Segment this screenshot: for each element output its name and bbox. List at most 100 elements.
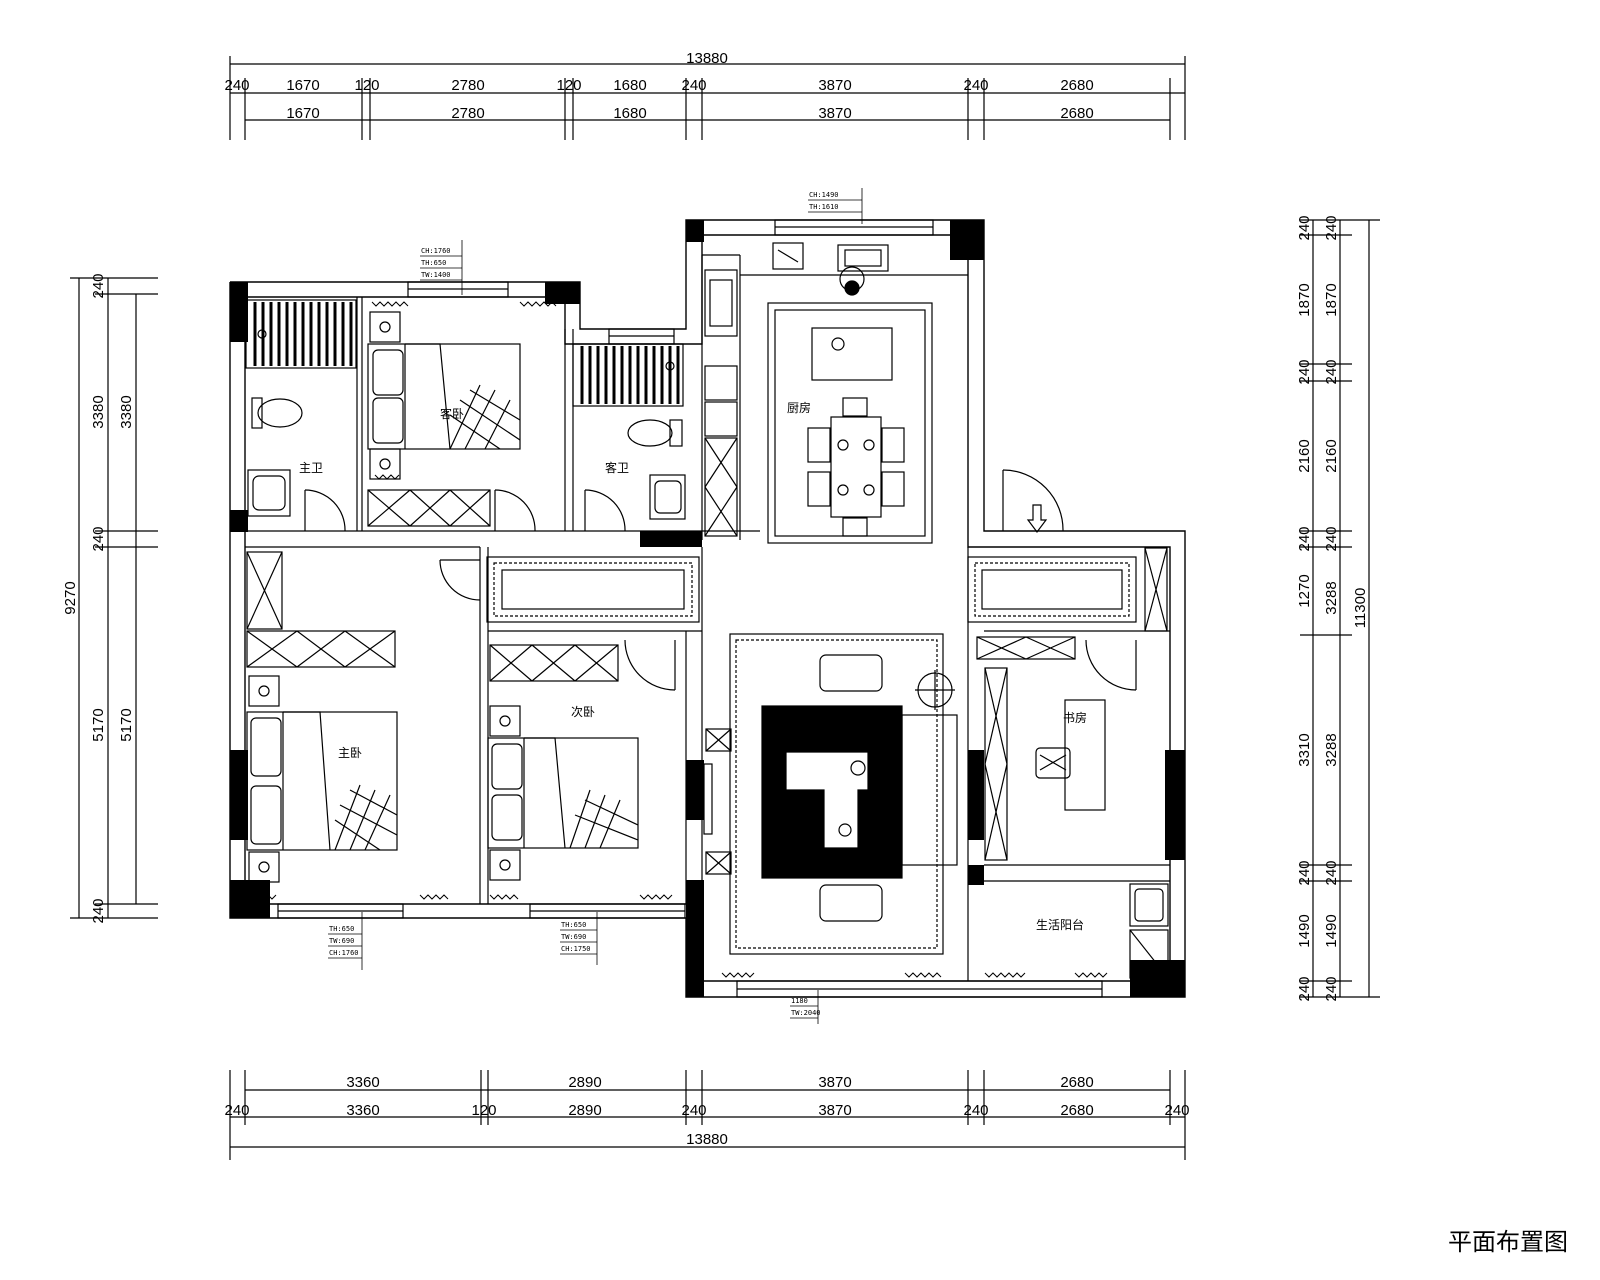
corridor-cabinets [486, 547, 1168, 632]
dimension-label: 240 [681, 77, 706, 94]
window-notes: CH:1760 TH:650 TW:1400 CH:1490 TH:1610 T… [329, 191, 839, 1017]
window-note: TH:650 [421, 259, 446, 267]
windows [277, 219, 1103, 998]
window-note: CH:1760 [421, 247, 451, 255]
dimension-label: 120 [354, 77, 379, 94]
window-note: CH:1760 [329, 949, 359, 957]
dimension-label: 240 [224, 1102, 249, 1119]
window-note: CH:1750 [561, 945, 591, 953]
dimension-label: 240 [1323, 860, 1340, 885]
balcony-fixtures [1129, 883, 1169, 979]
dimension-label: 240 [1296, 215, 1313, 240]
dimension-label: 3870 [818, 1102, 851, 1119]
window-note: TH:650 [561, 921, 586, 929]
guest-bath-fixtures [572, 343, 686, 520]
room-label-master-bath: 主卫 [299, 461, 323, 475]
dimension-label: 2680 [1060, 77, 1093, 94]
study-furniture [976, 636, 1106, 861]
second-bedroom-furniture [487, 644, 639, 881]
room-label-second-bedroom: 次卧 [571, 705, 595, 719]
living-room-furniture [703, 633, 958, 955]
window-note: TW:690 [561, 933, 586, 941]
dimension-label: 1490 [1296, 914, 1313, 947]
dimension-label: 3288 [1323, 581, 1340, 614]
room-label-balcony: 生活阳台 [1036, 917, 1084, 932]
window-note: TW:2040 [791, 1009, 821, 1017]
top-dimension-labels: 13880 240 1670 120 2780 120 1680 240 387… [224, 50, 1093, 122]
dimension-label: 1870 [1296, 283, 1313, 316]
dimension-label: 240 [963, 77, 988, 94]
dimension-label: 240 [1164, 1102, 1189, 1119]
dimension-label: 240 [681, 1102, 706, 1119]
dimension-label: 3380 [90, 395, 107, 428]
left-dimension-labels: 9270 240 3380 240 5170 240 3380 5170 [62, 273, 135, 923]
dimension-label: 240 [224, 77, 249, 94]
dimension-label: 2890 [568, 1102, 601, 1119]
doors [304, 469, 1137, 691]
dimension-label: 240 [963, 1102, 988, 1119]
dimension-label: 3870 [818, 1074, 851, 1091]
kitchen-furniture [701, 242, 968, 544]
bottom-total-dimension: 13880 [686, 1131, 728, 1148]
guest-bedroom-furniture [367, 311, 521, 527]
bottom-dimension-lines [229, 1070, 1186, 1160]
top-total-dimension: 13880 [686, 50, 728, 67]
window-note-leaders [328, 188, 863, 1024]
master-bedroom-furniture [246, 551, 398, 883]
dimension-label: 1670 [286, 105, 319, 122]
dimension-label: 2780 [451, 77, 484, 94]
room-label-master-bedroom: 主卧 [338, 746, 362, 760]
dimension-label: 3360 [346, 1074, 379, 1091]
dimension-label: 1680 [613, 77, 646, 94]
dimension-label: 3288 [1323, 733, 1340, 766]
top-dimension-lines [229, 56, 1186, 140]
dimension-label: 240 [1296, 976, 1313, 1001]
dimension-label: 120 [556, 77, 581, 94]
window-note: TW:1400 [421, 271, 451, 279]
room-label-study: 书房 [1063, 710, 1087, 725]
right-dimension-lines [1300, 219, 1380, 998]
dimension-label: 3870 [818, 105, 851, 122]
room-labels: 客卧 主卫 客卫 厨房 主卧 次卧 书房 生活阳台 [299, 400, 1087, 932]
drawing-title: 平面布置图 [1448, 1228, 1568, 1256]
dimension-label: 2780 [451, 105, 484, 122]
dimension-label: 2160 [1323, 439, 1340, 472]
dimension-label: 240 [1296, 526, 1313, 551]
dimension-label: 240 [1296, 860, 1313, 885]
dimension-label: 1490 [1323, 914, 1340, 947]
dimension-label: 240 [1323, 359, 1340, 384]
dimension-label: 2160 [1296, 439, 1313, 472]
window-note: 1180 [791, 997, 808, 1005]
dimension-label: 3310 [1296, 733, 1313, 766]
room-label-guest-bath: 客卫 [605, 460, 629, 475]
dimension-label: 240 [1323, 526, 1340, 551]
window-note: CH:1490 [809, 191, 839, 199]
dimension-label: 120 [471, 1102, 496, 1119]
dimension-label: 3380 [118, 395, 135, 428]
dimension-label: 240 [90, 898, 107, 923]
dimension-label: 1670 [286, 77, 319, 94]
dimension-label: 240 [1296, 359, 1313, 384]
dimension-label: 2680 [1060, 1074, 1093, 1091]
window-note: TH:650 [329, 925, 354, 933]
dimension-label: 240 [1323, 976, 1340, 1001]
dimension-label: 240 [90, 526, 107, 551]
dimension-label: 3870 [818, 77, 851, 94]
bottom-dimension-labels: 3360 2890 3870 2680 240 3360 120 2890 24… [224, 1074, 1189, 1148]
right-total-dimension: 11300 [1352, 588, 1369, 629]
right-dimension-labels: 3288 11300 240 1870 240 2160 240 1270 33… [1296, 215, 1369, 1001]
master-bath-fixtures [245, 299, 357, 517]
room-label-kitchen: 厨房 [787, 400, 811, 415]
dimension-label: 2680 [1060, 105, 1093, 122]
dimension-label: 2890 [568, 1074, 601, 1091]
dimension-label: 2680 [1060, 1102, 1093, 1119]
dimension-label: 5170 [90, 708, 107, 741]
dimension-label: 5170 [118, 708, 135, 741]
dimension-label: 1870 [1323, 283, 1340, 316]
dimension-label: 3360 [346, 1102, 379, 1119]
left-dimension-lines [70, 277, 158, 919]
left-total-dimension: 9270 [62, 581, 79, 614]
window-note: TH:1610 [809, 203, 839, 211]
dimension-label: 240 [1323, 215, 1340, 240]
